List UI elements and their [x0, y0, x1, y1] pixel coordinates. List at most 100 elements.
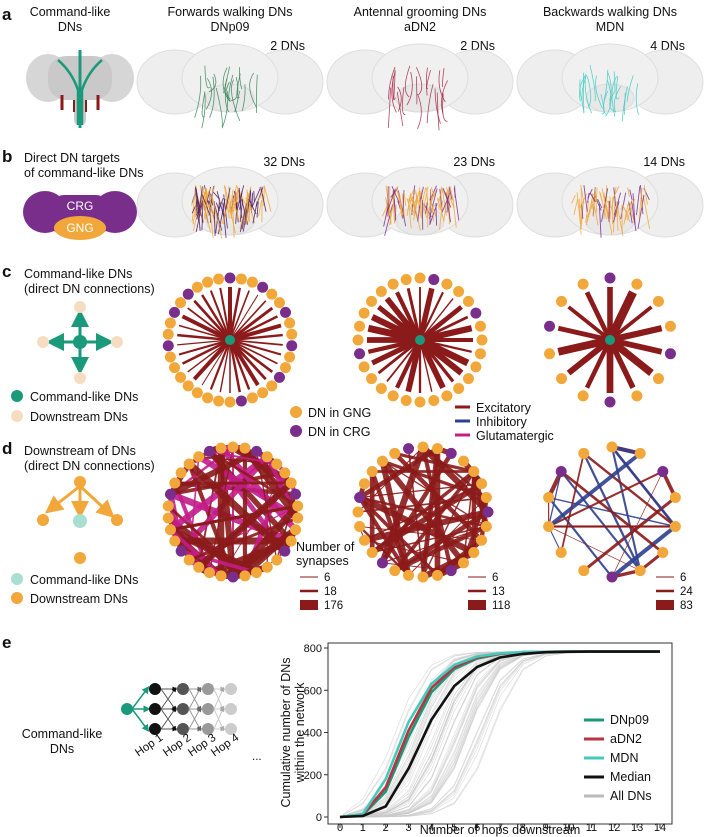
brain-schematic-a: [26, 50, 134, 128]
dn-node: [414, 272, 426, 284]
dn-node: [175, 297, 187, 309]
dn-node: [578, 565, 590, 577]
dn-node: [235, 395, 247, 407]
dn-node: [292, 500, 304, 512]
dn-node: [375, 286, 387, 298]
brain-render-a: [516, 43, 704, 122]
dn-node: [213, 395, 225, 407]
synapse-scale-label: 118: [492, 600, 510, 612]
dn-node: [578, 447, 590, 459]
dn-node: [354, 348, 366, 360]
dn-node: [162, 500, 174, 512]
dn-node: [354, 320, 366, 332]
dn-node: [604, 272, 616, 284]
legend-label: DNp09: [610, 713, 649, 727]
dn-node: [279, 467, 291, 479]
x-tick-label: 6: [474, 822, 480, 834]
dn-node: [284, 351, 296, 363]
dn-node: [417, 571, 429, 583]
dn-node: [366, 547, 378, 559]
dn-node: [182, 288, 194, 300]
legend-crg-label: DN in CRG: [308, 425, 371, 439]
dn-node: [290, 524, 302, 536]
dn-node: [376, 557, 388, 569]
dn-node: [175, 371, 187, 383]
dn-node: [428, 274, 440, 286]
dn-node: [358, 307, 370, 319]
x-tick-label: 8: [520, 822, 526, 834]
dn-node: [462, 373, 474, 385]
dn-node: [169, 477, 181, 489]
legend-downstream-label: Downstream DNs: [30, 592, 128, 606]
dn-node: [193, 451, 205, 463]
dn-node: [577, 278, 589, 290]
dn-node: [634, 565, 646, 577]
dn-node: [285, 477, 297, 489]
row-c-title-2: (direct DN connections): [24, 282, 155, 296]
dn-node: [227, 441, 239, 453]
dn-node: [366, 373, 378, 385]
synapse-scale-label: 13: [492, 586, 505, 598]
dn-node: [400, 274, 412, 286]
dn-node: [250, 567, 262, 579]
hop-node: [225, 683, 237, 695]
dn-node: [227, 571, 239, 583]
dn-node: [168, 362, 180, 374]
row-a-col-title-2: MDN: [596, 20, 624, 34]
command-network: [162, 272, 298, 408]
legend-label: aDN2: [610, 732, 642, 746]
dn-node: [375, 382, 387, 394]
legend-label: All DNs: [610, 789, 652, 803]
dn-node: [441, 278, 453, 290]
dn-node: [669, 492, 681, 504]
x-tick-label: 0: [337, 822, 343, 834]
dn-node: [631, 390, 643, 402]
panel-label-a: a: [2, 5, 12, 24]
dn-node: [664, 320, 676, 332]
dn-node: [482, 506, 494, 518]
command-node: [605, 335, 615, 345]
dn-node: [246, 276, 258, 288]
command-node: [225, 335, 235, 345]
hop-node: [177, 683, 189, 695]
row-b-title-2: of command-like DNs: [24, 166, 143, 180]
dn-node: [544, 348, 556, 360]
dn-node: [441, 390, 453, 402]
legend-gng-dot: [290, 406, 302, 418]
dn-node: [239, 442, 251, 454]
row-a-col-title-1: Backwards walking DNs: [543, 5, 677, 19]
synapse-scale-label: 83: [680, 600, 693, 612]
legend-crg-dot: [290, 425, 302, 437]
legend-label: MDN: [610, 751, 638, 765]
y-tick-label: 400: [304, 728, 322, 740]
dn-node: [286, 328, 298, 340]
dn-node: [191, 281, 203, 293]
dn-node: [271, 458, 283, 470]
dn-node: [215, 442, 227, 454]
dn-node: [183, 458, 195, 470]
dn-node: [480, 520, 492, 532]
row-a-dn-count: 2 DNs: [460, 39, 495, 53]
legend-down-dot: [11, 410, 23, 422]
dn-node: [470, 307, 482, 319]
row-b-dn-count: 32 DNs: [263, 155, 305, 169]
x-tick-label: 4: [428, 822, 434, 834]
y-tick-label: 600: [304, 685, 322, 697]
dn-node: [606, 571, 618, 583]
dn-node: [358, 534, 370, 546]
row-b-title-1: Direct DN targets: [24, 151, 120, 165]
x-tick-label: 1: [360, 822, 366, 834]
dn-node: [431, 443, 443, 455]
dn-node: [556, 373, 568, 385]
dn-node: [428, 394, 440, 406]
dn-node: [286, 340, 298, 352]
dn-node: [403, 443, 415, 455]
synapse-title-1: Number of: [296, 540, 355, 554]
y-axis-label-1: Cumulative number of DNs: [279, 657, 293, 807]
dn-node: [266, 380, 278, 392]
dn-node: [387, 278, 399, 290]
dn-node: [664, 348, 676, 360]
dn-node: [462, 295, 474, 307]
